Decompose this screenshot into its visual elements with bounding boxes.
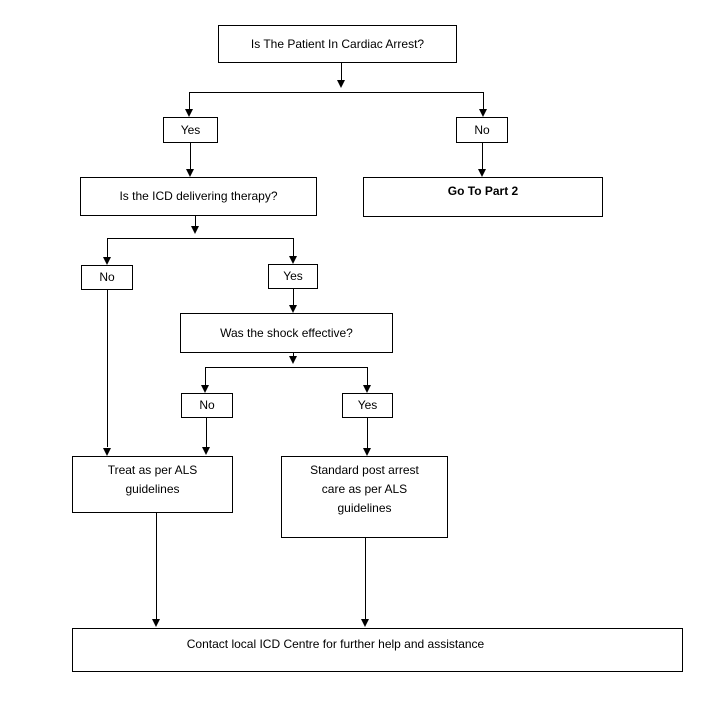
connector-line: [483, 92, 484, 109]
connector-line: [205, 367, 367, 368]
connector-line: [107, 238, 108, 257]
action-box-treat-als-line2: guidelines: [125, 482, 180, 496]
action-box-standard-post-arrest-line1: Standard post arrest: [310, 463, 419, 477]
connector-line: [189, 92, 483, 93]
decision-box-shock-effective-label: Was the shock effective?: [220, 325, 353, 340]
arrowhead: [185, 169, 194, 177]
decision-box-cardiac-arrest: Is The Patient In Cardiac Arrest?: [218, 25, 457, 63]
action-box-treat-als-label: Treat as per ALS guidelines: [108, 461, 198, 499]
connector-line: [367, 418, 368, 448]
branch-label-no-icd-text: No: [99, 270, 115, 284]
connector-line: [293, 353, 294, 356]
branch-label-no-cardiac-text: No: [474, 122, 490, 137]
branch-label-no-cardiac: No: [456, 117, 508, 143]
arrowhead: [362, 385, 371, 393]
action-box-standard-post-arrest-line3: guidelines: [337, 501, 392, 515]
arrowhead: [190, 226, 199, 234]
arrowhead: [288, 356, 297, 364]
action-box-standard-post-arrest-line2: care as per ALS: [321, 482, 408, 496]
arrowhead: [200, 385, 209, 393]
connector-line: [206, 418, 207, 447]
connector-line: [293, 289, 294, 305]
connector-line: [107, 290, 108, 447]
terminal-box-go-to-part-2: Go To Part 2: [363, 177, 603, 217]
branch-label-yes-cardiac-text: Yes: [180, 122, 201, 137]
connector-line: [365, 538, 366, 619]
arrowhead: [360, 619, 369, 627]
arrowhead: [478, 109, 487, 117]
connector-line: [205, 367, 206, 385]
decision-box-icd-therapy: Is the ICD delivering therapy?: [80, 177, 317, 216]
arrowhead: [336, 80, 345, 88]
arrowhead: [184, 109, 193, 117]
connector-line: [367, 367, 368, 385]
terminal-box-contact-icd-centre: Contact local ICD Centre for further hel…: [72, 628, 683, 672]
arrowhead: [362, 448, 371, 456]
arrowhead: [102, 257, 111, 265]
arrowhead: [201, 447, 210, 455]
decision-box-cardiac-arrest-label: Is The Patient In Cardiac Arrest?: [250, 36, 425, 51]
branch-label-yes-shock: Yes: [342, 393, 393, 418]
branch-label-yes-cardiac: Yes: [163, 117, 218, 143]
connector-line: [189, 92, 190, 109]
arrowhead: [151, 619, 160, 627]
connector-line: [156, 513, 157, 619]
action-box-treat-als-line1: Treat as per ALS: [107, 463, 198, 477]
branch-label-no-icd: No: [81, 265, 133, 290]
action-box-treat-als: Treat as per ALS guidelines: [72, 456, 233, 513]
connector-line: [482, 143, 483, 169]
connector-line: [341, 63, 342, 80]
connector-line: [293, 238, 294, 256]
arrowhead: [288, 305, 297, 313]
arrowhead: [288, 256, 297, 264]
branch-label-yes-shock-text: Yes: [357, 398, 378, 412]
terminal-box-contact-icd-centre-label: Contact local ICD Centre for further hel…: [186, 637, 485, 651]
arrowhead: [102, 448, 111, 456]
action-box-standard-post-arrest: Standard post arrest care as per ALS gui…: [281, 456, 448, 538]
branch-label-yes-icd-text: Yes: [283, 269, 303, 283]
decision-box-shock-effective: Was the shock effective?: [180, 313, 393, 353]
action-box-standard-post-arrest-label: Standard post arrest care as per ALS gui…: [310, 461, 419, 518]
branch-label-yes-icd: Yes: [268, 264, 318, 289]
branch-label-no-shock-text: No: [199, 398, 215, 412]
arrowhead: [477, 169, 486, 177]
branch-label-no-shock: No: [181, 393, 233, 418]
decision-box-icd-therapy-label: Is the ICD delivering therapy?: [119, 189, 278, 203]
connector-line: [107, 238, 293, 239]
terminal-box-go-to-part-2-label: Go To Part 2: [447, 184, 519, 198]
connector-line: [195, 215, 196, 226]
connector-line: [190, 143, 191, 169]
